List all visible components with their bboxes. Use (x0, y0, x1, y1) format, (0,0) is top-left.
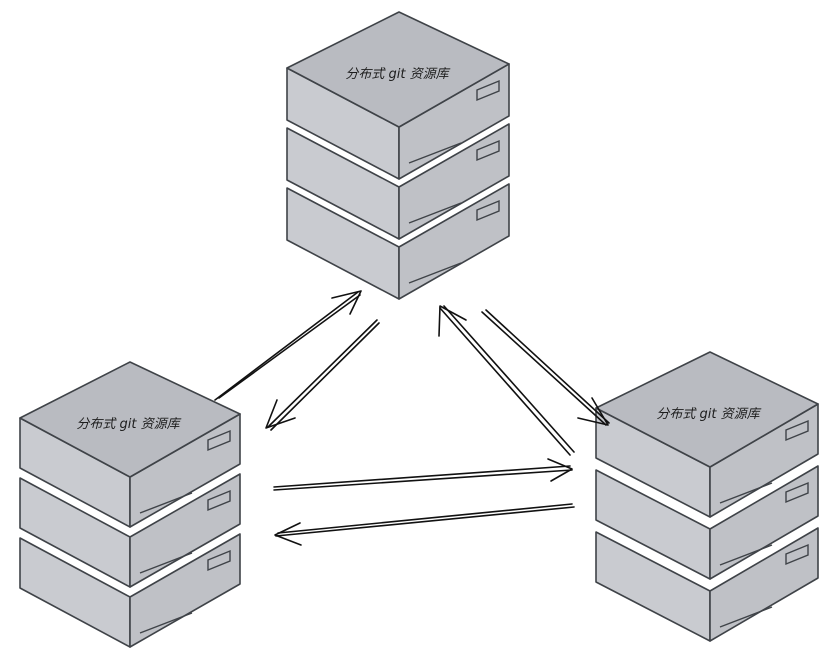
server-unit (286, 11, 510, 180)
server-unit (19, 361, 241, 528)
arrow-right-to-left (274, 503, 575, 546)
server-unit (19, 533, 241, 648)
server-stack-right: 分布式 git 资源库 (595, 351, 819, 642)
arrow-top-to-left (265, 319, 380, 431)
node-label-right: 分布式 git 资源库 (656, 407, 761, 422)
server-unit (595, 527, 819, 642)
server-stack-top: 分布式 git 资源库 (286, 11, 510, 300)
node-label-left: 分布式 git 资源库 (76, 417, 181, 432)
arrow-left-to-right (273, 458, 573, 491)
server-unit (286, 123, 510, 240)
node-label-top: 分布式 git 资源库 (345, 67, 450, 82)
arrow-top-to-right (481, 309, 610, 426)
server-unit (595, 465, 819, 580)
server-unit (19, 473, 241, 588)
arrow-left-to-top (214, 290, 362, 401)
server-unit (286, 183, 510, 300)
sync-arrows (214, 290, 610, 546)
arrow-right-to-top (438, 305, 575, 456)
server-unit (595, 351, 819, 518)
server-stack-left: 分布式 git 资源库 (19, 361, 241, 648)
